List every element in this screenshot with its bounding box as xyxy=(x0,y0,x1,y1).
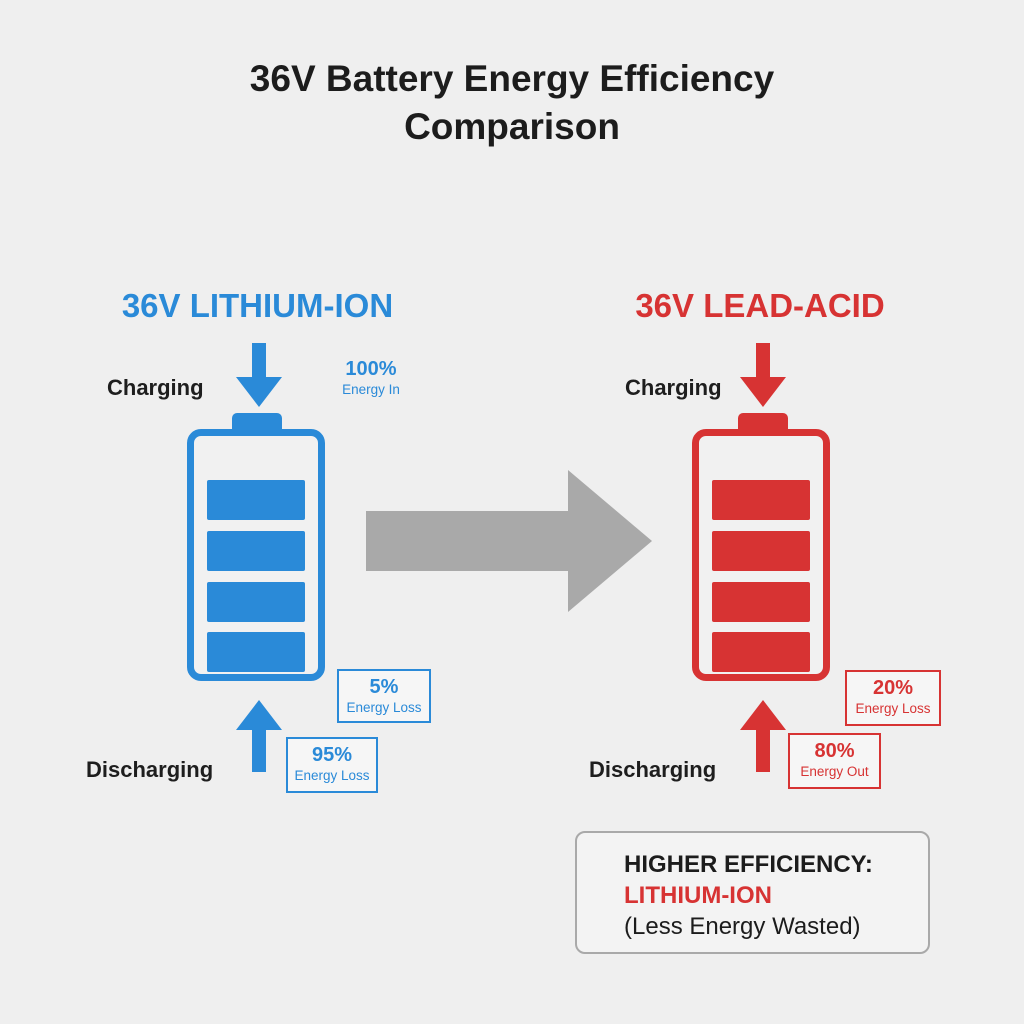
lead-acid-battery-cell xyxy=(712,582,810,622)
lead-acid-battery-cell xyxy=(712,531,810,571)
lithium-discharging-arrow-icon xyxy=(236,700,282,772)
title-line-1: 36V Battery Energy Efficiency xyxy=(249,58,775,99)
summary-line-1: HIGHER EFFICIENCY: xyxy=(624,851,873,878)
lead-acid-charging-label: Charging xyxy=(625,375,722,400)
lead-acid-energy-out-box: 80% Energy Out xyxy=(788,733,881,789)
lithium-out-percent: 95% xyxy=(311,744,353,766)
lithium-loss-caption: Energy Loss xyxy=(346,700,422,715)
page-title: 36V Battery Energy Efficiency Comparison xyxy=(0,55,1024,151)
lithium-out-caption: Energy Loss xyxy=(294,768,370,783)
lithium-charging-label: Charging xyxy=(107,375,204,400)
summary-box: HIGHER EFFICIENCY: LITHIUM-ION (Less Ene… xyxy=(575,831,930,954)
summary-line-2: LITHIUM-ION xyxy=(624,882,772,909)
lithium-energy-in-value: 100% Energy In xyxy=(326,357,416,398)
lithium-energy-in-caption: Energy In xyxy=(342,382,400,397)
lithium-battery-terminal xyxy=(232,413,282,431)
lithium-battery-cell xyxy=(207,632,305,672)
lithium-energy-in-percent: 100% xyxy=(345,358,397,380)
lithium-battery-cell xyxy=(207,582,305,622)
lithium-energy-out-box: 95% Energy Loss xyxy=(286,737,378,793)
lead-acid-heading: 36V LEAD-ACID xyxy=(635,287,885,324)
lithium-charging-arrow-icon xyxy=(236,343,282,407)
lithium-heading: 36V LITHIUM-ION xyxy=(121,287,394,324)
lithium-battery xyxy=(187,429,325,681)
lithium-loss-percent: 5% xyxy=(369,676,399,698)
lead-acid-out-percent: 80% xyxy=(814,740,855,762)
summary-line-3: (Less Energy Wasted) xyxy=(624,913,861,940)
lithium-discharging-label: Discharging xyxy=(86,757,214,782)
lead-acid-loss-percent: 20% xyxy=(872,677,914,699)
lead-acid-out-caption: Energy Out xyxy=(800,764,869,779)
lead-acid-battery-cell xyxy=(712,632,810,672)
lead-acid-battery-cell xyxy=(712,480,810,520)
lithium-energy-loss-box: 5% Energy Loss xyxy=(337,669,431,723)
lithium-battery-cell xyxy=(207,480,305,520)
lead-acid-charging-arrow-icon xyxy=(740,343,786,407)
lead-acid-discharging-label: Discharging xyxy=(589,757,717,782)
lead-acid-battery xyxy=(692,429,830,681)
lead-acid-energy-loss-box: 20% Energy Loss xyxy=(845,670,941,726)
lead-acid-battery-terminal xyxy=(738,413,788,431)
lead-acid-loss-caption: Energy Loss xyxy=(855,701,931,716)
comparison-arrow-icon xyxy=(366,470,652,612)
lithium-battery-cell xyxy=(207,531,305,571)
lead-acid-discharging-arrow-icon xyxy=(740,700,786,772)
title-line-2: Comparison xyxy=(404,106,620,147)
